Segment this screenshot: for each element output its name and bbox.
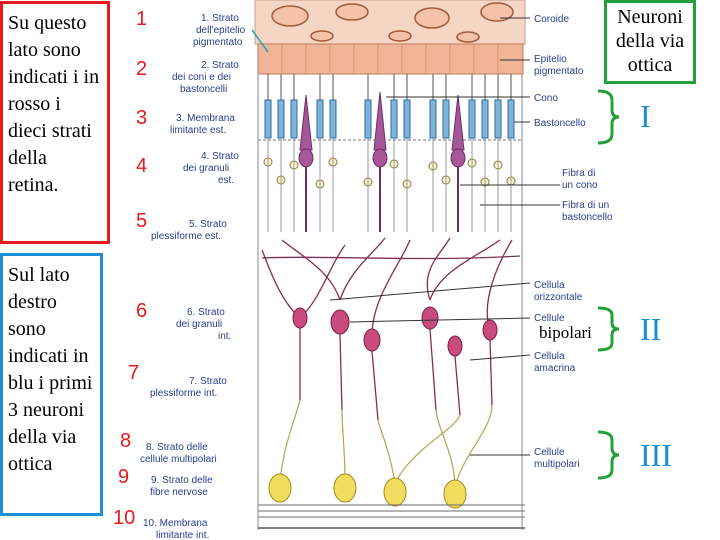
optic-neurons-note: Sul lato destro sono indicati in blu i p… <box>0 253 103 516</box>
svg-text:plessiforme est.: plessiforme est. <box>151 231 221 242</box>
nerve-fibers <box>258 504 525 518</box>
label-bipolar-cells: Cellule <box>534 313 565 324</box>
neuron-2-numeral: II <box>640 311 662 347</box>
retina-layers-note: Su questo lato sono indicati i in rosso … <box>0 1 110 244</box>
choroid-cells <box>271 2 514 43</box>
layer-number-4: 4 <box>136 155 148 177</box>
svg-text:4. Strato: 4. Strato <box>201 151 239 162</box>
layer-number-6: 6 <box>136 300 148 322</box>
label-rod-fiber: Fibra di un bastoncello <box>562 200 613 223</box>
layer-label-9: 9. Strato delle fibre nervose <box>150 475 213 498</box>
layer-number-3: 3 <box>136 107 148 129</box>
svg-text:1. Strato: 1. Strato <box>201 13 239 24</box>
bracket-III <box>597 430 620 480</box>
bracket-II <box>597 306 620 352</box>
layer-label-6: 6. Strato dei granuli int. <box>176 307 231 342</box>
rod-tips <box>267 74 512 100</box>
label-horizontal-cell: Cellula orizzontale <box>534 280 583 303</box>
label-pigment-epithelium: Epitelio pigmentato <box>534 54 584 77</box>
label-cone: Cono <box>534 93 558 104</box>
neuron-brackets <box>597 89 620 480</box>
svg-text:pigmentato: pigmentato <box>534 66 584 77</box>
label-choroid: Coroide <box>534 14 569 25</box>
label-rod: Bastoncello <box>534 118 586 129</box>
svg-text:5. Strato: 5. Strato <box>189 219 227 230</box>
layer-number-8: 8 <box>120 430 132 452</box>
svg-text:bastoncelli: bastoncelli <box>180 84 227 95</box>
label-amacrine-cell: Cellula amacrina <box>534 351 576 374</box>
svg-text:orizzontale: orizzontale <box>534 292 583 303</box>
svg-text:Cellula: Cellula <box>534 280 565 291</box>
svg-text:dei coni e dei: dei coni e dei <box>172 72 231 83</box>
svg-text:limitante int.: limitante int. <box>156 530 209 540</box>
bipolar-axons <box>299 328 493 421</box>
bracket-I <box>597 89 620 145</box>
cone-cells <box>298 91 466 232</box>
layer-label-7: 7. Strato plessiforme int. <box>150 376 227 399</box>
svg-text:pigmentato: pigmentato <box>193 37 243 48</box>
neurons-title: Neuroni della via ottica <box>604 0 696 84</box>
svg-text:un cono: un cono <box>562 180 598 191</box>
svg-text:8. Strato delle: 8. Strato delle <box>146 442 208 453</box>
svg-text:cellule multipolari: cellule multipolari <box>140 454 217 465</box>
label-cone-fiber: Fibra di un cono <box>562 168 598 191</box>
svg-text:7. Strato: 7. Strato <box>189 376 227 387</box>
neuron-1-numeral: I <box>640 98 651 134</box>
layer-label-5: 5. Strato plessiforme est. <box>151 219 227 242</box>
layer-label-4: 4. Strato dei granuli est. <box>183 151 239 186</box>
svg-text:dei granuli: dei granuli <box>176 319 222 330</box>
layer-number-7: 7 <box>128 362 140 384</box>
svg-text:Coroide: Coroide <box>534 14 569 25</box>
svg-text:9. Strato delle: 9. Strato delle <box>151 475 213 486</box>
svg-text:Fibra di un: Fibra di un <box>562 200 609 211</box>
svg-text:3. Membrana: 3. Membrana <box>176 113 235 124</box>
layer-label-2: 2. Strato dei coni e dei bastoncelli <box>172 60 239 95</box>
layer-number-9: 9 <box>118 466 130 488</box>
svg-text:Cellule: Cellule <box>534 447 565 458</box>
svg-text:10. Membrana: 10. Membrana <box>143 518 208 529</box>
label-multipolar-cells: Cellule multipolari <box>534 447 580 470</box>
ganglion-cells <box>268 473 467 509</box>
rod-outer-segments <box>264 99 515 139</box>
inner-plexiform-dendrites <box>279 399 493 489</box>
svg-text:6. Strato: 6. Strato <box>187 307 225 318</box>
svg-text:fibre nervose: fibre nervose <box>150 487 208 498</box>
layer-label-10: 10. Membrana limitante int. <box>143 518 209 540</box>
epithelium-pointer <box>251 29 269 53</box>
layer-number-5: 5 <box>136 210 148 232</box>
svg-text:Fibra di: Fibra di <box>562 168 595 179</box>
svg-text:limitante est.: limitante est. <box>170 125 226 136</box>
svg-text:multipolari: multipolari <box>534 459 580 470</box>
layer-number-2: 2 <box>136 58 148 80</box>
layer-number-1: 1 <box>136 8 148 30</box>
bipolar-cells <box>292 306 498 357</box>
svg-text:dei granuli: dei granuli <box>183 163 229 174</box>
layer-label-3: 3. Membrana limitante est. <box>170 113 235 136</box>
svg-text:dell'epitelio: dell'epitelio <box>196 25 246 36</box>
svg-text:amacrina: amacrina <box>534 363 576 374</box>
layer-label-1: 1. Strato dell'epitelio pigmentato <box>193 13 246 48</box>
layer-label-8: 8. Strato delle cellule multipolari <box>140 442 217 465</box>
neuron-3-numeral: III <box>640 437 672 473</box>
pigment-epithelium <box>257 43 524 75</box>
svg-text:plessiforme int.: plessiforme int. <box>150 388 217 399</box>
pointer-lines <box>329 17 560 456</box>
svg-text:Cellule: Cellule <box>534 313 565 324</box>
svg-text:2. Strato: 2. Strato <box>201 60 239 71</box>
bipolar-label: bipolari <box>537 323 594 343</box>
svg-text:Cellula: Cellula <box>534 351 565 362</box>
svg-text:Cono: Cono <box>534 93 558 104</box>
svg-text:Bastoncello: Bastoncello <box>534 118 586 129</box>
svg-text:int.: int. <box>218 331 231 342</box>
svg-text:Epitelio: Epitelio <box>534 54 567 65</box>
svg-text:est.: est. <box>218 175 234 186</box>
layer-number-10: 10 <box>113 507 136 529</box>
svg-text:bastoncello: bastoncello <box>562 212 613 223</box>
pigment-epithelium-borders <box>281 44 499 74</box>
